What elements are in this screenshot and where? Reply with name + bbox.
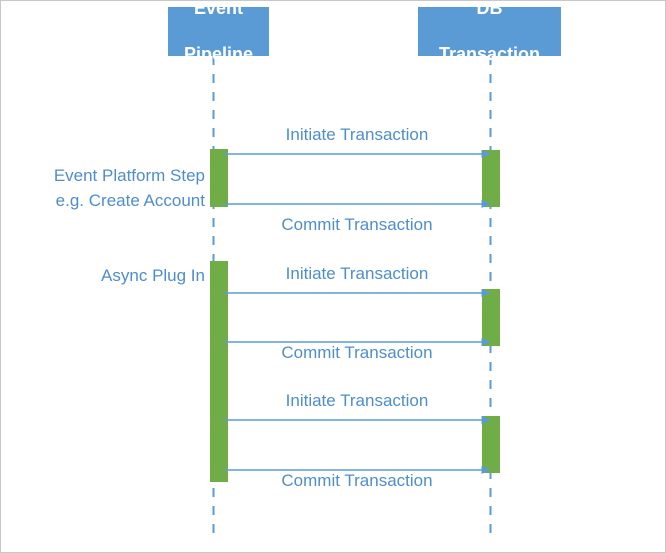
participant-header-db-transaction-text: DB Transaction: [422, 0, 557, 66]
annotation-async-plug-in: Async Plug In: [5, 263, 205, 288]
annotation-event-platform-step-line1: Event Platform Step: [53, 166, 205, 185]
message-label-1: Initiate Transaction: [285, 125, 429, 144]
participant-label-line1: DB: [476, 0, 503, 18]
message-label-6: Commit Transaction: [281, 471, 433, 490]
participant-label-line2: Pipeline: [183, 44, 254, 64]
activation-bar-event-pipeline-2: [210, 261, 228, 482]
message-label-5: Initiate Transaction: [285, 391, 429, 410]
activation-bar-event-pipeline-1: [210, 149, 228, 207]
annotation-async-plug-in-line1: Async Plug In: [101, 266, 205, 285]
message-label-4: Commit Transaction: [281, 343, 433, 362]
annotation-event-platform-step-line2: e.g. Create Account: [55, 191, 205, 210]
activation-bar-db-transaction-1: [482, 150, 500, 207]
message-label-2: Commit Transaction: [281, 215, 433, 234]
participant-header-db-transaction[interactable]: DB Transaction: [418, 1, 561, 64]
activation-bar-db-transaction-3: [482, 416, 500, 473]
participant-label-line2: Transaction: [438, 44, 541, 64]
message-label-3: Initiate Transaction: [285, 264, 429, 283]
activation-bar-db-transaction-2: [482, 289, 500, 346]
annotation-event-platform-step: Event Platform Step e.g. Create Account: [5, 163, 205, 213]
participant-label-line1: Event: [193, 0, 244, 18]
